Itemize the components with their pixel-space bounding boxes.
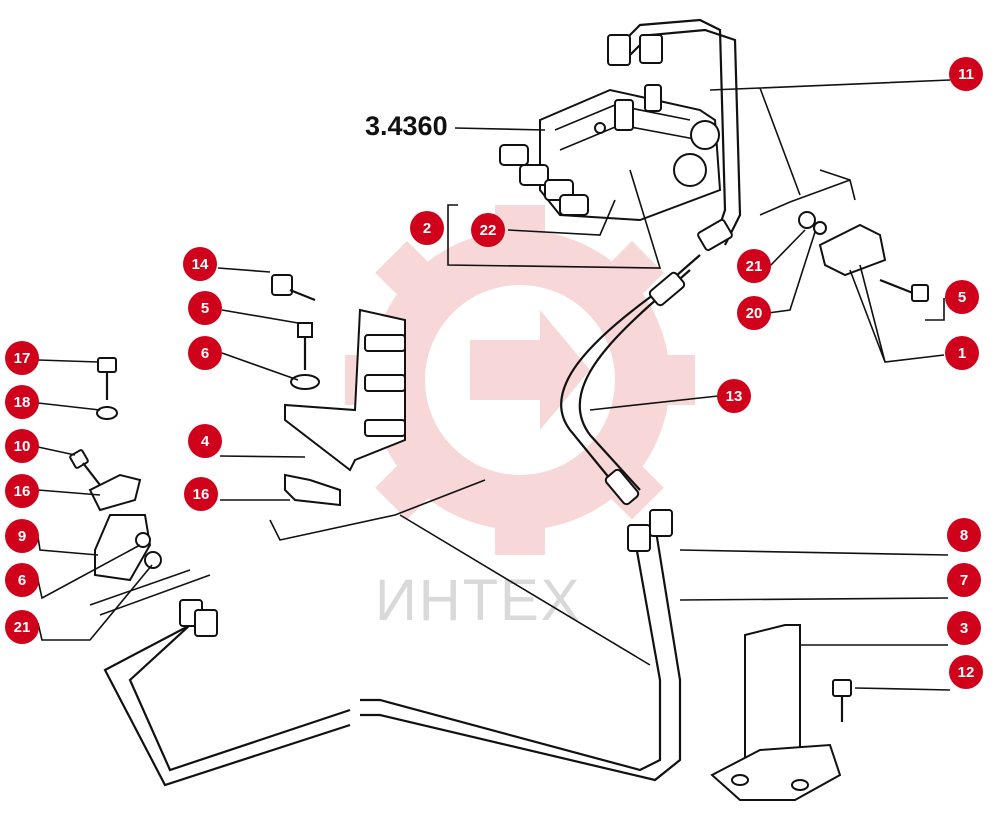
- svg-text:5: 5: [201, 300, 209, 317]
- long-pipes: [103, 509, 682, 787]
- svg-text:6: 6: [18, 572, 26, 589]
- svg-text:13: 13: [726, 388, 743, 405]
- callout-2: 2: [410, 211, 444, 245]
- assembly-label: 3.4360: [365, 111, 448, 141]
- callout-4: 4: [188, 424, 222, 458]
- callout-18: 18: [5, 385, 39, 419]
- callout-1: 1: [945, 336, 979, 370]
- callout-5-left: 5: [188, 291, 222, 325]
- callout-9: 9: [5, 519, 39, 553]
- svg-text:3: 3: [960, 620, 968, 637]
- svg-text:22: 22: [480, 222, 497, 239]
- leader-lines: [37, 79, 951, 691]
- callout-17: 17: [5, 341, 39, 375]
- callout-14: 14: [183, 247, 217, 281]
- svg-text:7: 7: [960, 572, 968, 589]
- svg-text:16: 16: [14, 483, 31, 500]
- svg-text:9: 9: [18, 528, 26, 545]
- hoses: [560, 254, 701, 506]
- callout-16-left: 16: [5, 474, 39, 508]
- callout-6-upper: 6: [188, 336, 222, 370]
- callout-10: 10: [5, 429, 39, 463]
- callout-13: 13: [717, 379, 751, 413]
- svg-text:11: 11: [958, 66, 974, 83]
- svg-text:16: 16: [193, 486, 210, 503]
- callout-11: 11: [949, 57, 983, 91]
- bracket-4: [271, 274, 406, 507]
- callout-12: 12: [949, 655, 983, 689]
- callout-6-lower: 6: [5, 563, 39, 597]
- callout-5-right: 5: [945, 280, 979, 314]
- callout-8: 8: [947, 518, 981, 552]
- callout-21-right: 21: [737, 249, 771, 283]
- left-clamp: [69, 357, 162, 582]
- svg-text:6: 6: [201, 345, 209, 362]
- upper-pipes: [607, 18, 742, 252]
- callout-16-center: 16: [184, 477, 218, 511]
- svg-text:5: 5: [958, 289, 966, 306]
- clamp-1: [798, 211, 929, 302]
- svg-text:4: 4: [201, 433, 210, 450]
- callout-21-left: 21: [5, 610, 39, 644]
- svg-text:8: 8: [960, 527, 968, 544]
- svg-text:14: 14: [192, 256, 209, 273]
- stand-3: [710, 624, 852, 801]
- watermark-text: ИНТЕХ: [375, 568, 581, 633]
- svg-text:12: 12: [958, 664, 975, 681]
- svg-text:21: 21: [746, 258, 763, 275]
- svg-text:21: 21: [14, 619, 31, 636]
- svg-text:1: 1: [958, 345, 966, 362]
- svg-text:10: 10: [14, 438, 31, 455]
- svg-text:18: 18: [14, 394, 31, 411]
- svg-text:20: 20: [746, 305, 763, 322]
- callout-7: 7: [947, 563, 981, 597]
- callout-20: 20: [737, 296, 771, 330]
- injection-pump: [499, 84, 722, 222]
- svg-text:17: 17: [14, 350, 31, 367]
- svg-text:2: 2: [423, 220, 431, 237]
- callout-3: 3: [947, 611, 981, 645]
- callout-22: 22: [471, 213, 505, 247]
